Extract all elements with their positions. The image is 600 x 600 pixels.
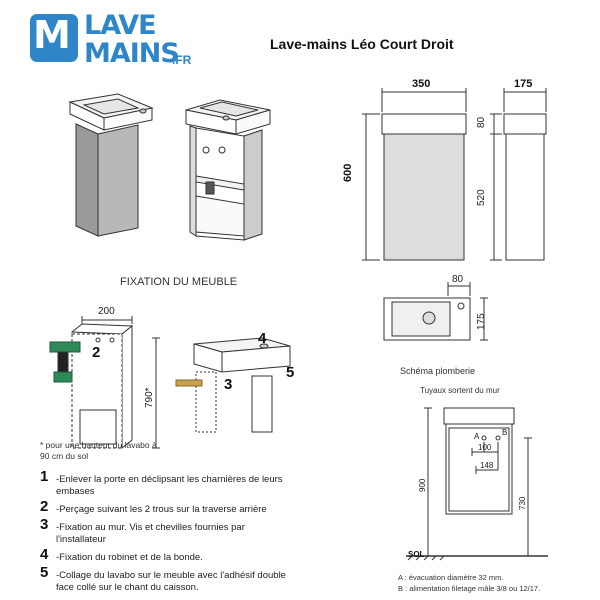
callout-4: 4: [258, 330, 267, 347]
height-footnote: * pour une hauteur du lavabo à 90 cm du …: [40, 440, 157, 461]
dim-cabinet-height: 520: [476, 189, 487, 206]
step-text: -Enlever la porte en déclipsant les char…: [56, 474, 283, 497]
step-item: 5 -Collage du lavabo sur le meuble avec l…: [40, 564, 290, 594]
dim-200: 200: [98, 306, 115, 317]
side-elevation: [490, 88, 547, 261]
dim-tap-offset: 80: [452, 274, 464, 285]
logo-suffix: .FR: [172, 53, 192, 67]
plumbing-subtitle: Tuyaux sortent du mur: [420, 386, 500, 395]
logo-word-mains: MAINS: [84, 38, 180, 69]
step-number: 4: [40, 546, 49, 563]
dim-790: 790*: [144, 387, 155, 408]
step-item: 4 -Fixation du robinet et de la bonde.: [40, 546, 290, 564]
callout-3: 3: [224, 376, 233, 393]
logo-badge: [30, 14, 78, 62]
step-item: 3 -Fixation au mur. Vis et chevilles four…: [40, 516, 290, 546]
step-number: 5: [40, 564, 49, 581]
label-a: A: [474, 432, 480, 441]
dim-basin-height: 80: [476, 116, 487, 128]
callout-5: 5: [286, 364, 295, 381]
dim-top-depth: 175: [476, 313, 487, 330]
drill-icon: [49, 341, 81, 383]
dim-900: 900: [418, 478, 427, 492]
dim-100: 100: [478, 443, 492, 452]
step-text: -Fixation au mur. Vis et chevilles fourn…: [56, 522, 245, 545]
floor-label: SOL: [408, 550, 425, 559]
cabinet-open-illustration: [185, 99, 271, 241]
dim-148: 148: [480, 461, 494, 470]
front-elevation: [362, 88, 467, 261]
plumbing-diagram: [406, 407, 548, 561]
dim-height: 600: [342, 163, 354, 182]
installation-steps: 1 -Enlever la porte en déclipsant les cha…: [40, 468, 290, 600]
fixation-view-basin: [175, 337, 291, 433]
logo-word-lave: LAVE: [84, 10, 157, 41]
top-view: [383, 282, 488, 341]
dim-730: 730: [518, 496, 527, 510]
dim-depth: 175: [514, 78, 533, 90]
dim-width: 350: [412, 78, 431, 90]
fixation-view-cabinet: [70, 316, 160, 450]
page-title: Lave-mains Léo Court Droit: [270, 36, 454, 52]
plumbing-legend: A : évacuation diamètre 32 mm. B : alime…: [398, 572, 540, 594]
legend-a: A : évacuation diamètre 32 mm.: [398, 573, 504, 582]
logo-letter: M: [33, 13, 71, 57]
step-text: -Fixation du robinet et de la bonde.: [56, 552, 203, 563]
step-item: 2 -Perçage suivant les 2 trous sur la tra…: [40, 498, 290, 516]
step-text: -Perçage suivant les 2 trous sur la trav…: [56, 504, 267, 515]
cabinet-closed-illustration: [68, 93, 154, 237]
callout-2: 2: [92, 344, 101, 361]
step-number: 1: [40, 468, 49, 485]
step-number: 3: [40, 516, 49, 533]
label-b: B: [502, 428, 508, 437]
plumbing-title: Schéma plomberie: [400, 366, 476, 376]
step-item: 1 -Enlever la porte en déclipsant les cha…: [40, 468, 290, 498]
step-text: -Collage du lavabo sur le meuble avec l'…: [56, 570, 286, 593]
legend-b: B : alimentation filetage mâle 3/8 ou 12…: [398, 584, 541, 593]
fixation-heading: FIXATION DU MEUBLE: [120, 276, 238, 288]
step-number: 2: [40, 498, 49, 515]
